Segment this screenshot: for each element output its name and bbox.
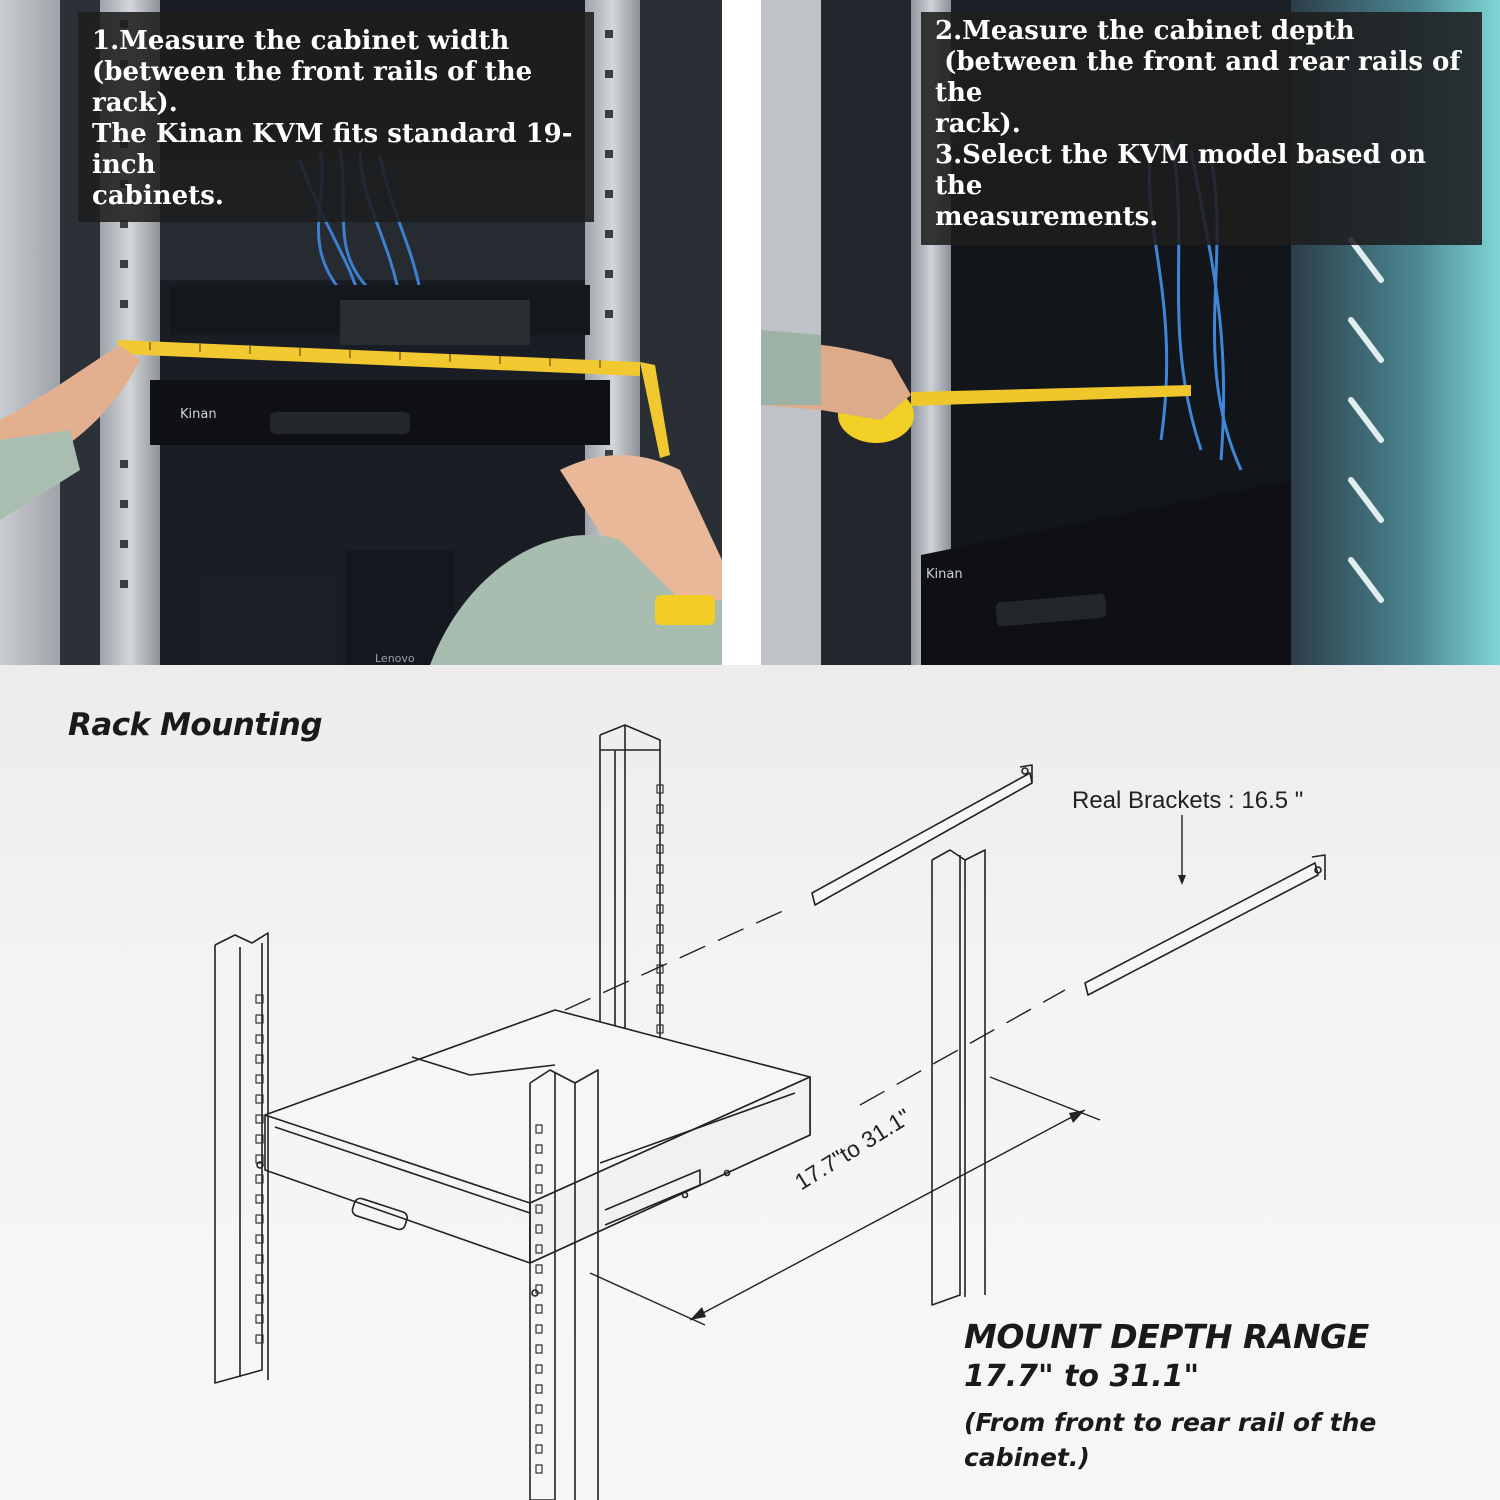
- caption-line: cabinets.: [92, 181, 224, 211]
- diagram-title: Rack Mounting: [68, 707, 323, 743]
- rack-mounting-diagram: Rack Mounting Real Brackets : 16.5 " 17.…: [0, 665, 1500, 1500]
- kvm-drawer: [256, 1009, 811, 1297]
- caption-step-2-3: 2.Measure the cabinet depth (between the…: [921, 12, 1482, 245]
- caption-line: measurements.: [935, 202, 1159, 232]
- photo-measure-depth: Kinan 2.Measure the cabinet depth (betwe…: [761, 0, 1500, 665]
- box-label: Lenovo: [375, 652, 415, 665]
- caption-line: (between the front rails of the rack).: [92, 57, 542, 118]
- mount-depth-value: 17.7" to 31.1": [964, 1359, 1200, 1394]
- photo-measure-width: Kinan Lenovo 1.Measure the cabinet width…: [0, 0, 722, 665]
- kvm-brand-right: Kinan: [926, 567, 963, 582]
- mount-depth-title: MOUNT DEPTH RANGE: [964, 1317, 1369, 1356]
- kvm-brand-left: Kinan: [180, 407, 217, 422]
- bracket-length-label: Real Brackets : 16.5 ": [1072, 787, 1304, 814]
- caption-step-1: 1.Measure the cabinet width (between the…: [78, 12, 594, 222]
- depth-dimension-lines: [589, 1076, 1101, 1326]
- rear-bracket-bottom: [1084, 854, 1326, 996]
- caption-line: 2.Measure the cabinet depth: [935, 16, 1355, 46]
- caption-line: rack).: [935, 109, 1021, 139]
- mount-depth-note: (From front to rear rail of the cabinet.…: [964, 1408, 1377, 1472]
- caption-line: (between the front and rear rails of the: [935, 47, 1470, 108]
- rear-left-rail: [599, 724, 661, 1061]
- rack-mounting-drawing: [214, 724, 1326, 1500]
- front-left-rail: [214, 932, 269, 1384]
- caption-line: 3.Select the KVM model based on the: [935, 140, 1436, 201]
- caption-line: 1.Measure the cabinet width: [92, 26, 510, 56]
- front-right-rail: [529, 1069, 599, 1500]
- caption-line: The Kinan KVM fits standard 19-inch: [92, 119, 573, 180]
- rear-right-rail: [931, 849, 986, 1306]
- rear-bracket-top: [811, 764, 1033, 906]
